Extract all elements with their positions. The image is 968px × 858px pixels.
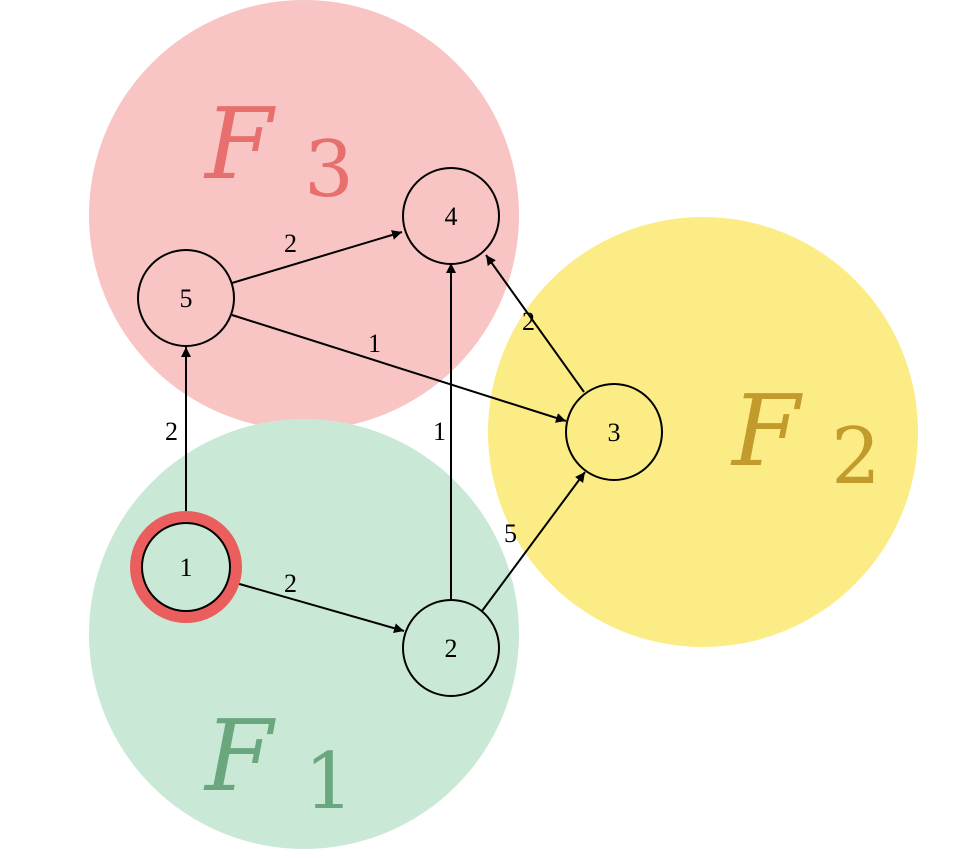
edge-label-1-5: 2 (165, 417, 178, 446)
node-2: 2 (402, 599, 500, 697)
node-4-circle (402, 167, 500, 265)
node-2-circle (402, 599, 500, 697)
region-label-f1-sub: 1 (304, 737, 354, 827)
node-3-label: 3 (608, 418, 621, 447)
node-5-label: 5 (180, 284, 193, 313)
node-4: 4 (402, 167, 500, 265)
edge-1-2 (235, 582, 405, 634)
region-label-f3: F 3 (203, 88, 354, 215)
edge-label-3-4: 2 (522, 307, 535, 336)
node-3-circle (565, 383, 663, 481)
region-f1-disc (89, 419, 519, 849)
edge-label-5-3: 1 (368, 329, 381, 358)
region-label-f3-letter: F (203, 88, 276, 202)
node-3: 3 (565, 383, 663, 481)
edge-3-4 (485, 254, 585, 393)
region-label-f1: F 1 (203, 700, 354, 827)
edge-5-4 (231, 230, 403, 284)
edges (181, 230, 586, 634)
edge-2-3 (481, 471, 586, 612)
region-labels: F 3 F 2 F 1 (203, 88, 881, 827)
region-label-f2: F 2 (730, 375, 881, 502)
edge-label-2-4: 1 (433, 417, 446, 446)
edge-label-5-4: 2 (284, 229, 297, 258)
region-label-f2-sub: 2 (831, 412, 881, 502)
node-4-label: 4 (445, 202, 458, 231)
edge-labels: 2 2 1 5 2 1 2 (165, 229, 535, 598)
regions (89, 0, 918, 849)
node-1-highlight-ring (130, 511, 242, 623)
region-label-f3-sub: 3 (304, 125, 354, 215)
edge-5-3 (231, 314, 567, 423)
region-label-f1-letter: F (203, 700, 276, 814)
edge-label-1-2: 2 (284, 569, 297, 598)
nodes: 1 2 3 4 5 (130, 167, 663, 697)
node-5: 5 (137, 249, 235, 347)
node-5-circle (137, 249, 235, 347)
node-1-label: 1 (180, 553, 193, 582)
node-1-circle (141, 522, 231, 612)
node-2-label: 2 (445, 634, 458, 663)
region-f2-disc (488, 217, 918, 647)
region-f3-disc (89, 0, 519, 430)
region-label-f2-letter: F (730, 375, 803, 489)
edge-label-2-3: 5 (504, 519, 517, 548)
node-1: 1 (130, 511, 242, 623)
